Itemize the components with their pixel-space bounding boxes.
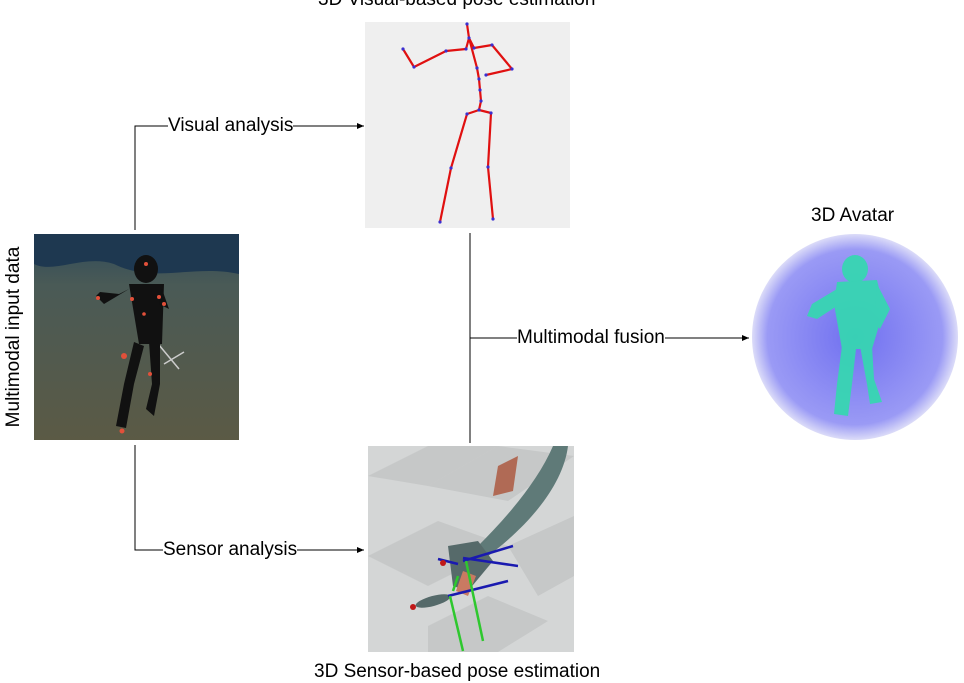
avatar-render (752, 234, 958, 440)
skeleton-joints (401, 22, 514, 224)
avatar-title: 3D Avatar (811, 205, 895, 226)
sensor-analysis-arrow (134, 445, 364, 553)
input-data-label: Multimodal input data (3, 246, 24, 428)
visual-pose-title: 3D Visual-based pose estimation (318, 0, 595, 11)
multimodal-fusion-label: Multimodal fusion (517, 327, 665, 349)
visual-skeleton-plot (365, 22, 570, 228)
sensor-pose-title: 3D Sensor-based pose estimation (314, 661, 601, 682)
input-photo (34, 234, 239, 440)
avatar-figure (807, 255, 890, 416)
visual-analysis-label: Visual analysis (168, 115, 294, 137)
sensor-pose-render (368, 446, 574, 652)
sensor-analysis-label: Sensor analysis (163, 539, 298, 561)
